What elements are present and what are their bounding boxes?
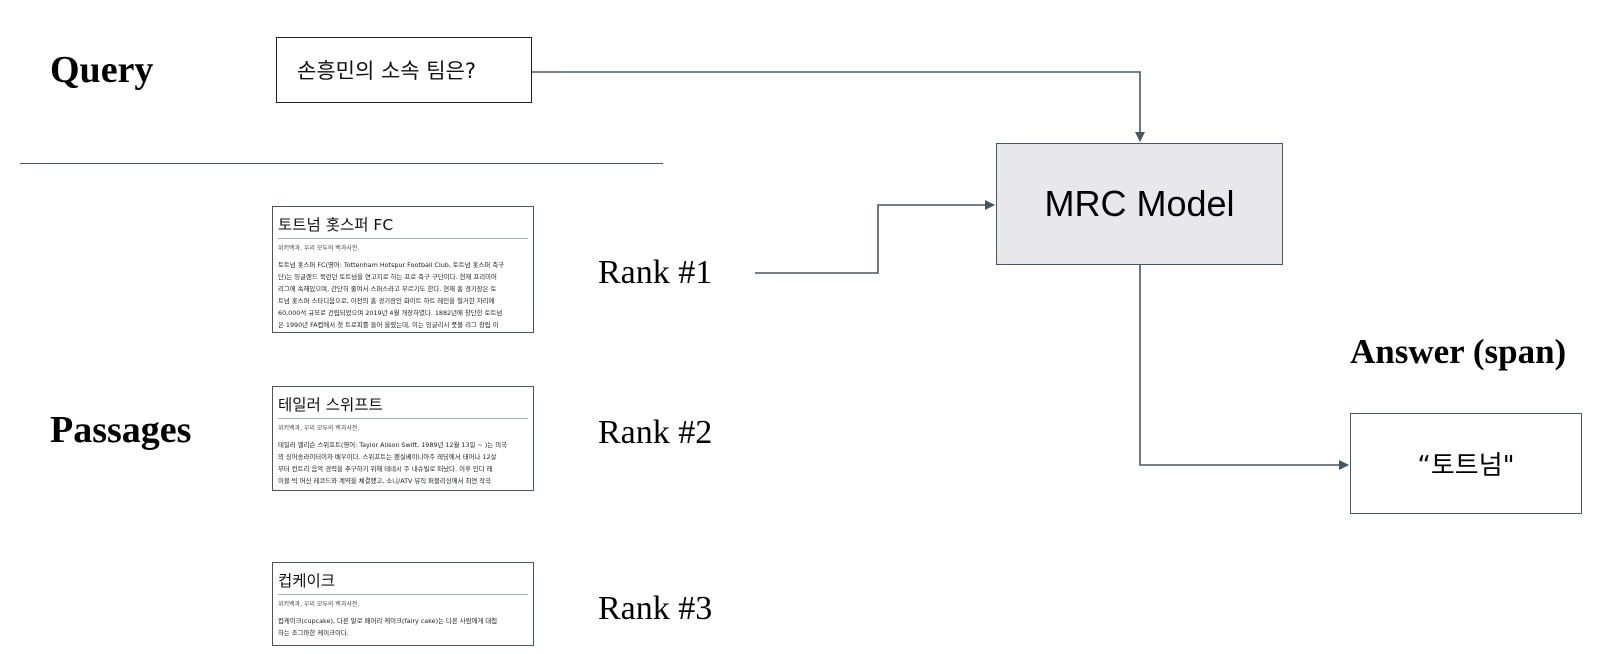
passage-line: 은 1990년 FA컵에서 첫 트로피를 들어 올렸는데, 이는 잉글리시 풋볼… xyxy=(278,321,499,329)
passage-line: 이블 빅 머신 레코드와 계약을 체결했고, 소니/ATV 뮤직 퍼블리싱에서 … xyxy=(278,477,492,485)
passage-subtitle: 위키백과, 우리 모두의 백과사전. xyxy=(278,245,360,252)
passage-line: 단)는 잉글랜드 북런던 토트넘을 연고지로 하는 프로 축구 구단이다. 현재… xyxy=(278,273,497,281)
query-label: Query xyxy=(50,49,154,91)
passage-line: 60,000석 규모로 건립되었으며 2019년 4월 개장하였다. 1882년… xyxy=(278,309,503,317)
answer-label: Answer (span) xyxy=(1350,332,1567,371)
passage-title: 테일러 스위프트 xyxy=(278,393,528,419)
passage-line: 컵케이크(cupcake), 다른 말로 페어리 케이크(fairy cake)… xyxy=(278,617,498,625)
rank-label-3: Rank #3 xyxy=(598,590,713,627)
passage-subtitle: 위키백과, 우리 모두의 백과사전. xyxy=(278,425,360,432)
passage-body: 토트넘 홋스퍼 FC(영어: Tottenham Hotspur Footbal… xyxy=(278,259,528,331)
passage-body: 테일러 앨리슨 스위프트(영어: Taylor Alison Swift, 19… xyxy=(278,439,528,487)
rank1-to-model-arrow xyxy=(755,200,995,274)
section-divider xyxy=(20,163,663,164)
passage-body: 컵케이크(cupcake), 다른 말로 페어리 케이크(fairy cake)… xyxy=(278,615,528,639)
rank-label-2: Rank #2 xyxy=(598,414,713,451)
passage-line: 하는 조그마한 케이크이다. xyxy=(278,629,349,637)
passage-line: 리그에 속해있으며, 간단히 줄여서 스퍼스라고 부르기도 한다. 현재 홈 경… xyxy=(278,285,497,293)
answer-text: “토트넘" xyxy=(1417,451,1515,481)
passages-label: Passages xyxy=(50,409,192,451)
passage-line: 의 싱어송라이터이자 배우이다. 스위프트는 펜실베이니아주 레딩에서 태어나 … xyxy=(278,453,497,461)
passage-subtitle: 위키백과, 우리 모두의 백과사전. xyxy=(278,601,360,608)
passage-title: 컵케이크 xyxy=(278,569,528,595)
query-box: 손흥민의 소속 팀은? xyxy=(276,37,532,103)
passage-line: 부터 컨트리 음악 경력을 추구하기 위해 테네시 주 내슈빌로 떠났다. 이후… xyxy=(278,465,493,473)
mrc-model-label: MRC Model xyxy=(1044,183,1235,224)
query-text: 손흥민의 소속 팀은? xyxy=(297,59,477,83)
rank-label-1: Rank #1 xyxy=(598,254,713,291)
passage-line: 토트넘 홋스퍼 FC(영어: Tottenham Hotspur Footbal… xyxy=(278,261,505,269)
passage-line: 테일러 앨리슨 스위프트(영어: Taylor Alison Swift, 19… xyxy=(278,441,507,449)
passage-card-3: 컵케이크 위키백과, 우리 모두의 백과사전. 컵케이크(cupcake), 다… xyxy=(272,562,534,646)
passage-card-2: 테일러 스위프트 위키백과, 우리 모두의 백과사전. 테일러 앨리슨 스위프트… xyxy=(272,386,534,491)
mrc-model-box: MRC Model xyxy=(996,143,1283,265)
passage-title: 토트넘 홋스퍼 FC xyxy=(278,213,528,239)
passage-card-1: 토트넘 홋스퍼 FC 위키백과, 우리 모두의 백과사전. 토트넘 홋스퍼 FC… xyxy=(272,206,534,333)
model-to-answer-arrow xyxy=(1139,265,1349,470)
query-to-model-arrow xyxy=(532,71,1145,142)
passage-line: 트넘 홋스퍼 스타디움으로, 이전의 홈 경기장인 화이트 하트 레인을 철거한… xyxy=(278,297,495,305)
answer-box: “토트넘" xyxy=(1350,413,1582,514)
